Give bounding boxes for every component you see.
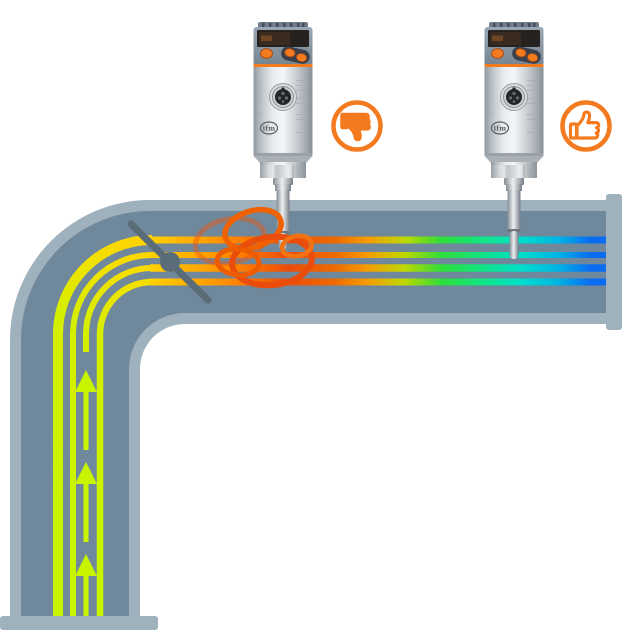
thumbs-up-icon bbox=[560, 100, 612, 152]
flow-direction-arrows bbox=[75, 370, 97, 630]
pipe-body bbox=[21, 211, 620, 630]
pipe-end-flange-right bbox=[606, 194, 622, 330]
thumbs-down-icon bbox=[331, 100, 383, 152]
up-arrow-icon bbox=[75, 554, 97, 630]
sensor-probe bbox=[504, 178, 524, 259]
ifm-logo: ifm bbox=[494, 125, 507, 133]
turbulence-swirls bbox=[192, 206, 315, 289]
flow-sensor-right: ifm bbox=[483, 21, 545, 259]
butterfly-valve-icon bbox=[127, 220, 212, 304]
up-arrow-icon bbox=[75, 370, 97, 450]
up-arrow-icon bbox=[75, 462, 97, 542]
ifm-logo: ifm bbox=[263, 125, 276, 133]
pipe-end-flange-bottom bbox=[0, 616, 158, 630]
